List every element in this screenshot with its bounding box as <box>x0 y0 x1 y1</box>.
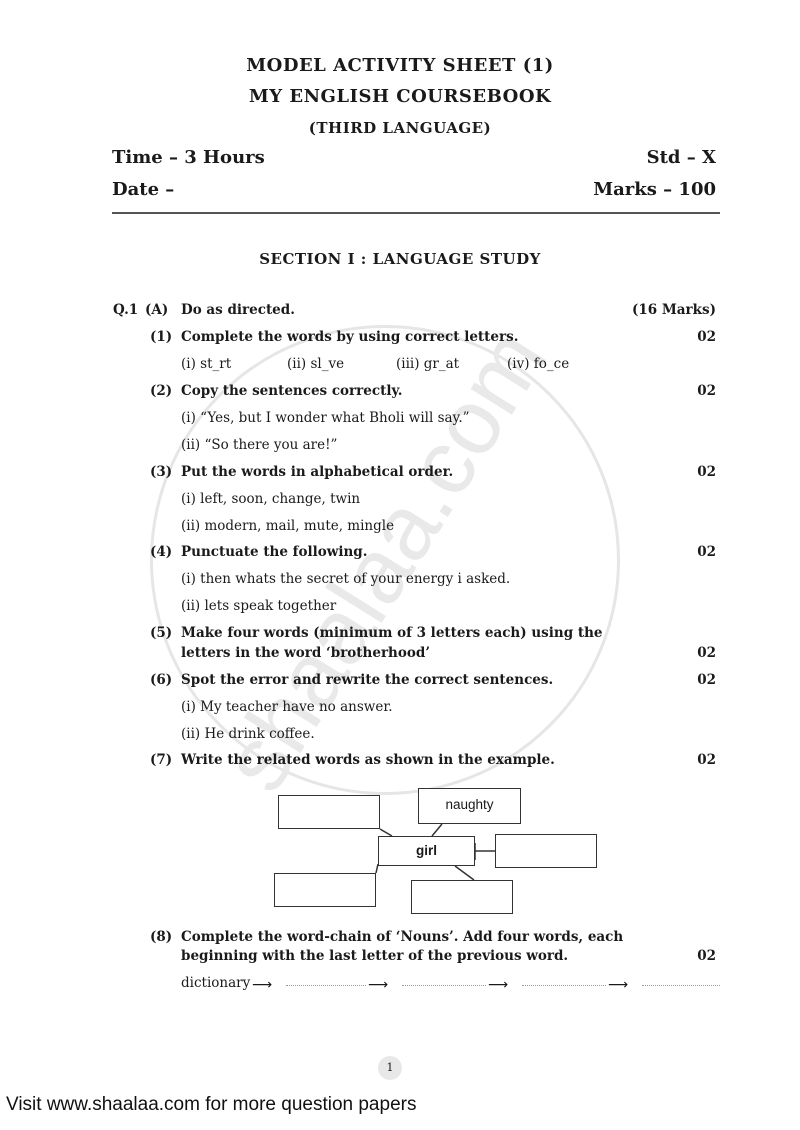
item-marks: 02 <box>697 645 716 661</box>
date-label: Date – <box>112 179 175 200</box>
sheet-title: MODEL ACTIVITY SHEET (1) <box>246 55 554 76</box>
item-number: (4) <box>150 544 173 560</box>
arrow-right-icon: ⟶ <box>608 977 629 993</box>
arrow-right-icon: ⟶ <box>368 977 389 993</box>
question-number: Q.1 <box>113 302 139 318</box>
page-number: 1 <box>378 1056 402 1080</box>
connector-line <box>431 823 443 837</box>
item-number: (5) <box>150 625 173 641</box>
item-number: (6) <box>150 672 173 688</box>
item-instruction: Make four words (minimum of 3 letters ea… <box>181 625 603 641</box>
item-instruction-cont: letters in the word ‘brotherhood’ <box>181 645 431 661</box>
item-marks: 02 <box>697 544 716 560</box>
center-word: girl <box>415 843 437 858</box>
item-marks: 02 <box>697 383 716 399</box>
sub-item: (iv) fo_ce <box>507 356 570 372</box>
word-chain-blank[interactable] <box>642 985 720 986</box>
item-marks: 02 <box>697 752 716 768</box>
item-instruction: Punctuate the following. <box>181 544 368 560</box>
sub-item: (i) My teacher have no answer. <box>181 699 393 715</box>
connector-line <box>375 863 379 874</box>
item-instruction: Complete the word-chain of ‘Nouns’. Add … <box>181 929 624 945</box>
blank-word-box[interactable] <box>278 795 380 829</box>
question-part: (A) <box>145 302 169 318</box>
item-instruction: Write the related words as shown in the … <box>181 752 555 768</box>
sub-item: (ii) lets speak together <box>181 598 337 614</box>
word-chain-start: dictionary <box>181 975 251 991</box>
item-instruction: Copy the sentences correctly. <box>181 383 403 399</box>
item-marks: 02 <box>697 464 716 480</box>
example-word: naughty <box>445 797 494 812</box>
blank-word-box[interactable] <box>495 834 597 868</box>
center-word-box: girl <box>378 836 475 866</box>
footer-note: Visit www.shaalaa.com for more question … <box>6 1094 417 1115</box>
item-number: (2) <box>150 383 173 399</box>
blank-word-box[interactable] <box>274 873 376 907</box>
sheet-subtitle: MY ENGLISH COURSEBOOK <box>248 86 552 107</box>
sub-item: (i) st_rt <box>181 356 232 372</box>
item-instruction: Spot the error and rewrite the correct s… <box>181 672 554 688</box>
sub-item: (ii) “So there you are!” <box>181 437 338 453</box>
item-number: (1) <box>150 329 173 345</box>
example-word-box: naughty <box>418 788 521 824</box>
arrow-right-icon: ⟶ <box>488 977 509 993</box>
sub-item: (iii) gr_at <box>396 356 460 372</box>
item-number: (8) <box>150 929 173 945</box>
word-chain-blank[interactable] <box>522 985 606 986</box>
item-number: (7) <box>150 752 173 768</box>
sub-item: (ii) sl_ve <box>287 356 345 372</box>
blank-word-box[interactable] <box>411 880 513 914</box>
item-number: (3) <box>150 464 173 480</box>
time-label: Time – 3 Hours <box>112 147 265 168</box>
section-title: SECTION I : LANGUAGE STUDY <box>259 250 541 268</box>
item-instruction: Put the words in alphabetical order. <box>181 464 454 480</box>
connector-line <box>379 828 393 837</box>
sub-item: (ii) He drink coffee. <box>181 726 315 742</box>
sub-item: (i) then whats the secret of your energy… <box>181 571 511 587</box>
marks-label: Marks – 100 <box>593 179 716 200</box>
connector-line <box>454 865 475 881</box>
word-chain-blank[interactable] <box>286 985 366 986</box>
sub-item: (i) left, soon, change, twin <box>181 491 361 507</box>
sub-item: (ii) modern, mail, mute, mingle <box>181 518 395 534</box>
question-instruction: Do as directed. <box>181 302 295 318</box>
header-divider <box>112 212 720 214</box>
item-instruction: Complete the words by using correct lett… <box>181 329 519 345</box>
item-marks: 02 <box>697 329 716 345</box>
item-marks: 02 <box>697 672 716 688</box>
item-instruction-cont: beginning with the last letter of the pr… <box>181 948 569 964</box>
sheet-language: (THIRD LANGUAGE) <box>308 119 492 137</box>
std-label: Std – X <box>646 147 716 168</box>
arrow-right-icon: ⟶ <box>252 977 273 993</box>
sub-item: (i) “Yes, but I wonder what Bholi will s… <box>181 410 470 426</box>
question-marks: (16 Marks) <box>631 302 716 318</box>
item-marks: 02 <box>697 948 716 964</box>
word-chain-blank[interactable] <box>402 985 486 986</box>
